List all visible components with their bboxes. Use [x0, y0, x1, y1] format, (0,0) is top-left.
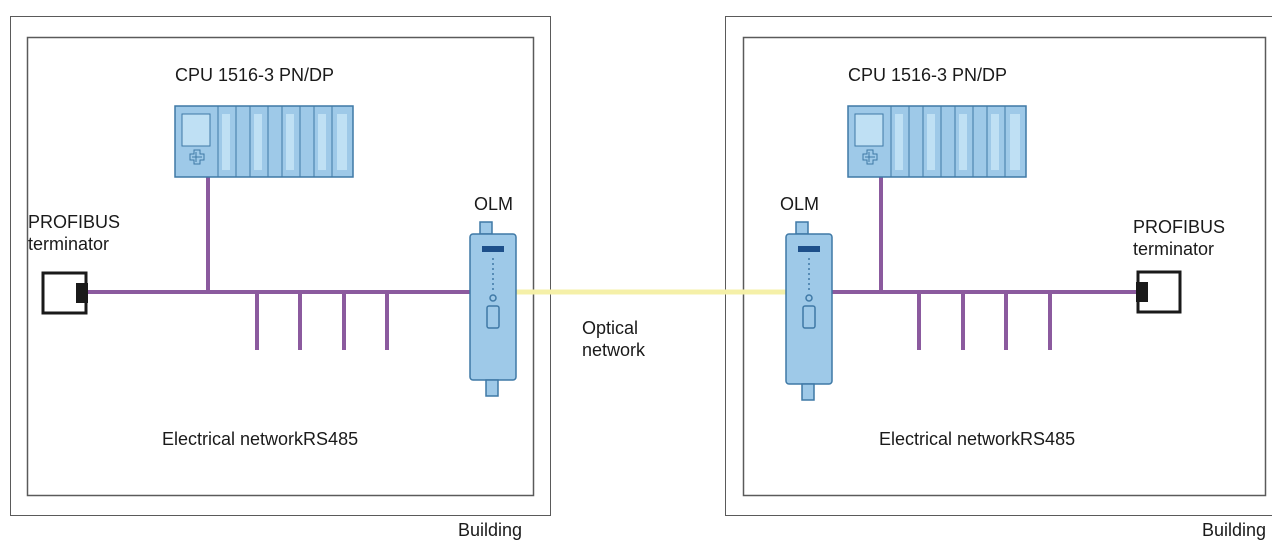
- right-olm-icon: [785, 221, 833, 401]
- left-olm-icon: [469, 221, 517, 397]
- left-cpu-icon: [174, 105, 354, 178]
- left-profibus-terminator-icon: [41, 271, 88, 315]
- right-network-type-label: Electrical network: [879, 429, 1021, 449]
- left-building-outer-frame: [10, 16, 551, 516]
- left-network-protocol-label: RS485: [303, 429, 359, 449]
- right-building-inner-frame: [742, 36, 1267, 497]
- right-building-label: Building: [1202, 520, 1267, 540]
- right-rs485-bus: [826, 176, 1138, 350]
- right-network-label: Electrical networkRS485: [879, 428, 1075, 450]
- left-cpu-label: CPU 1516-3 PN/DP: [175, 65, 335, 85]
- right-network-protocol-label: RS485: [1020, 429, 1076, 449]
- left-building-inner-frame: [26, 36, 535, 497]
- right-building: [725, 16, 1272, 516]
- right-terminator-label: PROFIBUS terminator: [1133, 217, 1226, 259]
- left-olm-label: OLM: [474, 194, 514, 214]
- right-cpu-label: CPU 1516-3 PN/DP: [848, 65, 1008, 85]
- right-building-outer-frame: [725, 16, 1272, 516]
- left-network-type-label: Electrical network: [162, 429, 304, 449]
- left-rs485-bus: [86, 176, 473, 350]
- right-cpu-icon: [847, 105, 1027, 178]
- left-building-label: Building: [458, 520, 523, 540]
- left-terminator-label: PROFIBUS terminator: [28, 212, 121, 254]
- left-building: [10, 16, 551, 516]
- right-olm-label: OLM: [780, 194, 820, 214]
- left-network-label: Electrical networkRS485: [162, 428, 358, 450]
- optical-network-label: Optical network: [582, 318, 646, 360]
- right-profibus-terminator-icon: [1136, 270, 1182, 314]
